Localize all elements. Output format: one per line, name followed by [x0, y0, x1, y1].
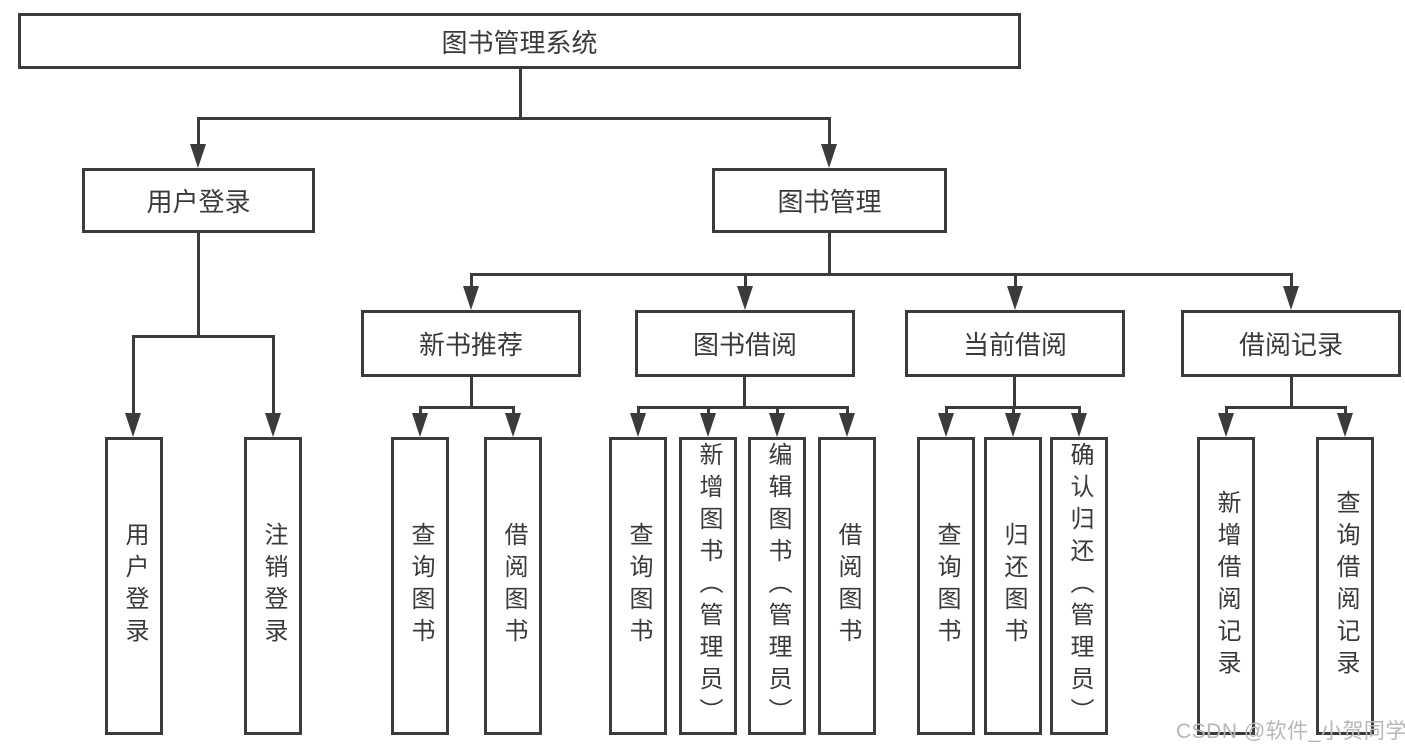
connector-line: [470, 273, 473, 293]
leaf-logout: 注销登录: [244, 437, 302, 735]
arrowhead-icon: [1283, 286, 1299, 310]
connector-line: [197, 117, 200, 149]
node-book-management: 图书管理: [712, 168, 947, 233]
connector-line: [1290, 273, 1293, 293]
connector-line: [197, 117, 831, 120]
leaf-query-books-current: 查询图书: [917, 437, 975, 735]
node-new-book-recommend: 新书推荐: [361, 310, 581, 377]
arrowhead-icon: [190, 144, 206, 168]
arrowhead-icon: [1005, 413, 1021, 437]
connector-line: [1013, 377, 1016, 409]
connector-line: [197, 233, 200, 338]
connector-line: [132, 335, 275, 338]
arrowhead-icon: [839, 413, 855, 437]
connector-line: [419, 406, 515, 409]
leaf-query-borrow-record: 查询借阅记录: [1316, 437, 1374, 735]
connector-line: [132, 335, 135, 419]
connector-line: [828, 117, 831, 149]
arrowhead-icon: [769, 413, 785, 437]
node-current-borrow: 当前借阅: [905, 310, 1125, 377]
arrowhead-icon: [412, 413, 428, 437]
leaf-borrow-books: 借阅图书: [818, 437, 876, 735]
csdn-watermark: CSDN @软件_小贺同学: [1176, 720, 1405, 743]
node-user-login: 用户登录: [82, 168, 315, 233]
node-book-borrow: 图书借阅: [635, 310, 855, 377]
leaf-confirm-return-admin: 确认归还（管理员）: [1050, 437, 1108, 735]
connector-line: [637, 406, 849, 409]
connector-line: [272, 335, 275, 419]
leaf-edit-books-admin: 编辑图书（管理员）: [748, 437, 806, 735]
connector-line: [828, 233, 831, 276]
arrowhead-icon: [1218, 413, 1234, 437]
node-library-management-system: 图书管理系统: [18, 13, 1021, 69]
connector-line: [519, 68, 522, 120]
arrowhead-icon: [463, 286, 479, 310]
arrowhead-icon: [1007, 286, 1023, 310]
leaf-add-books-admin: 新增图书（管理员）: [679, 437, 737, 735]
arrowhead-icon: [700, 413, 716, 437]
leaf-query-books-recommend: 查询图书: [391, 437, 449, 735]
node-borrow-records: 借阅记录: [1181, 310, 1401, 377]
connector-line: [1014, 273, 1017, 293]
arrowhead-icon: [125, 413, 141, 437]
arrowhead-icon: [821, 144, 837, 168]
arrowhead-icon: [505, 413, 521, 437]
connector-line: [1225, 406, 1347, 409]
arrowhead-icon: [737, 286, 753, 310]
connector-line: [470, 377, 473, 409]
arrowhead-icon: [938, 413, 954, 437]
leaf-borrow-books-recommend: 借阅图书: [484, 437, 542, 735]
arrowhead-icon: [265, 413, 281, 437]
leaf-return-books: 归还图书: [984, 437, 1042, 735]
connector-line: [1290, 377, 1293, 409]
leaf-query-books-borrow: 查询图书: [609, 437, 667, 735]
arrowhead-icon: [1337, 413, 1353, 437]
arrowhead-icon: [630, 413, 646, 437]
connector-line: [743, 377, 746, 409]
connector-line: [744, 273, 747, 293]
leaf-user-login: 用户登录: [105, 437, 163, 735]
arrowhead-icon: [1071, 413, 1087, 437]
connector-line: [470, 273, 1293, 276]
leaf-add-borrow-record: 新增借阅记录: [1197, 437, 1255, 735]
